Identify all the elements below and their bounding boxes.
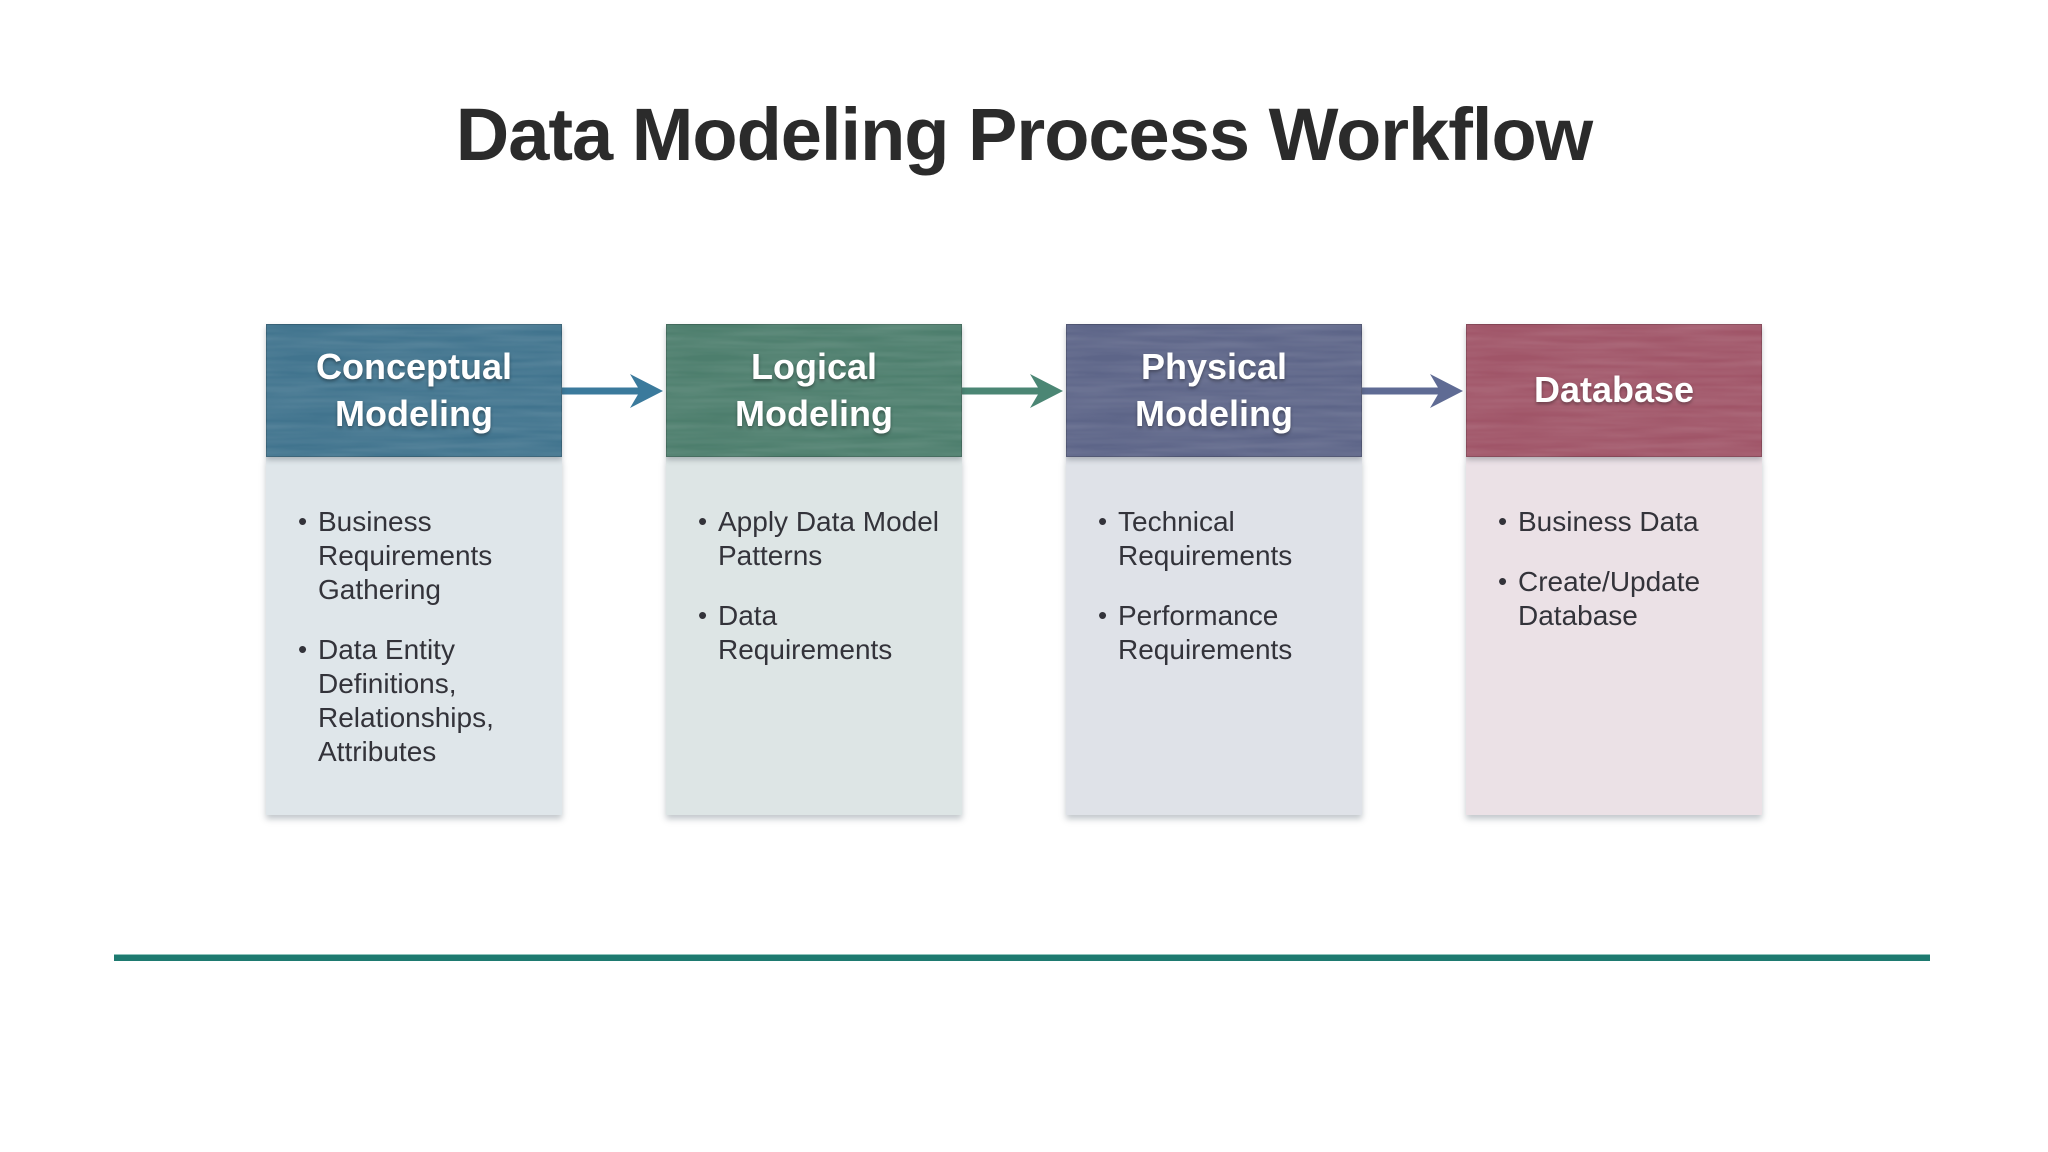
bullet-item: Apply Data Model Patterns (696, 504, 940, 573)
bullet-item: Data Requirements (696, 598, 940, 667)
stage-title: Logical Modeling (735, 346, 893, 434)
stage-bullet-list: Business Data Create/Update Database (1496, 504, 1740, 633)
stage-header: Physical Modeling (1066, 324, 1362, 457)
stage-card-database: Database Business Data Create/Update Dat… (1466, 324, 1762, 815)
flow-arrow-icon (962, 374, 1063, 408)
stage-body: Technical Requirements Performance Requi… (1066, 457, 1362, 815)
flow-arrow-icon (1362, 374, 1463, 408)
bullet-item: Performance Requirements (1096, 598, 1340, 667)
stage-card-conceptual-modeling: Conceptual Modeling Business Requirement… (266, 324, 562, 815)
stage-bullet-list: Technical Requirements Performance Requi… (1096, 504, 1340, 667)
stage-title: Conceptual Modeling (315, 346, 512, 434)
footer-divider-line (114, 954, 1930, 961)
stage-card-logical-modeling: Logical Modeling Apply Data Model Patter… (666, 324, 962, 815)
bullet-item: Data Entity Definitions, Relationships, … (296, 632, 540, 769)
stage-header: Logical Modeling (666, 324, 962, 457)
stage-title: Database (1533, 369, 1695, 411)
stage-bullet-list: Business Requirements Gathering Data Ent… (296, 504, 540, 769)
stage-title: Physical Modeling (1135, 346, 1293, 434)
flow-arrow-icon (562, 374, 663, 408)
stage-body: Business Requirements Gathering Data Ent… (266, 457, 562, 815)
workflow-diagram: Conceptual Modeling Business Requirement… (266, 324, 1762, 815)
stage-body: Business Data Create/Update Database (1466, 457, 1762, 815)
stage-body: Apply Data Model Patterns Data Requireme… (666, 457, 962, 815)
bullet-item: Create/Update Database (1496, 564, 1740, 633)
bullet-item: Business Data (1496, 504, 1740, 539)
bullet-item: Technical Requirements (1096, 504, 1340, 573)
stage-header: Conceptual Modeling (266, 324, 562, 457)
stage-header: Database (1466, 324, 1762, 457)
bullet-item: Business Requirements Gathering (296, 504, 540, 607)
stage-bullet-list: Apply Data Model Patterns Data Requireme… (696, 504, 940, 667)
page-title: Data Modeling Process Workflow (455, 93, 1593, 176)
stage-card-physical-modeling: Physical Modeling Technical Requirements… (1066, 324, 1362, 815)
